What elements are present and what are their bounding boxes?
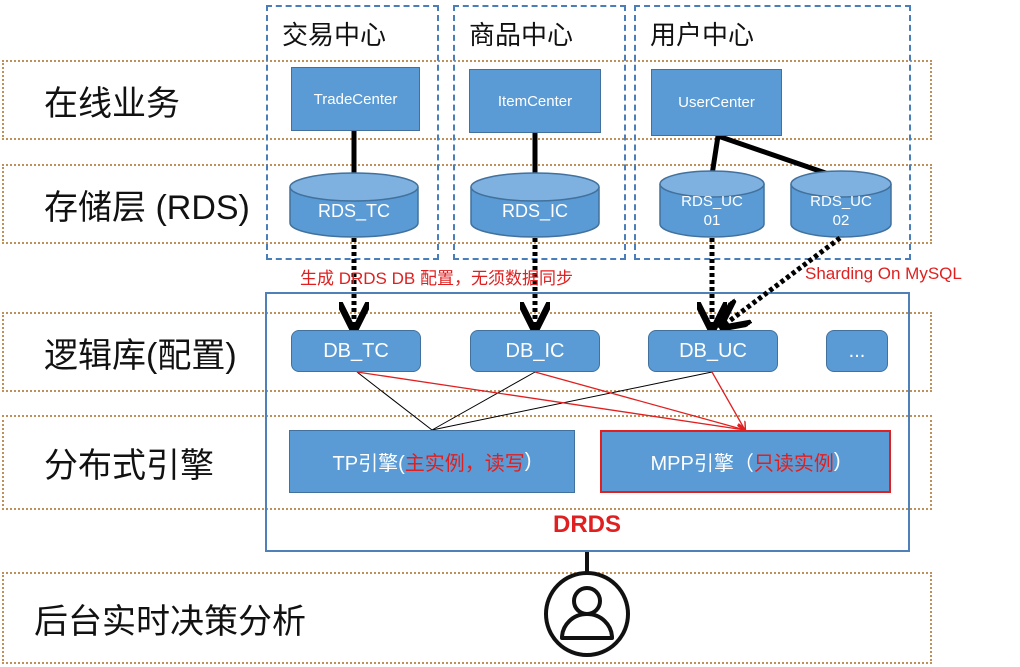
layer-label-analysis: 后台实时决策分析 — [34, 602, 306, 641]
cylinder-rds-uc02 — [790, 170, 892, 238]
drds-label: DRDS — [552, 511, 621, 538]
user-icon — [544, 571, 630, 657]
layer-label-online: 在线业务 — [44, 84, 180, 123]
region-trade-center: 交易中心 — [266, 5, 439, 260]
region-title-trade: 交易中心 — [282, 20, 387, 50]
layer-label-storage: 存储层 (RDS) — [44, 188, 250, 227]
mpp-engine-node[interactable]: MPP引擎（只读实例) — [600, 430, 891, 493]
link-db-tc-tp — [356, 371, 433, 431]
sync-note: 生成 DRDS DB 配置，无须数据同步 — [300, 269, 573, 288]
arrow-db-ic-mpp — [534, 371, 745, 430]
cylinder-label-rds-uc01: RDS_UC 01 — [681, 193, 743, 229]
arrow-db-uc-mpp — [711, 371, 745, 430]
cylinder-rds-ic — [470, 172, 600, 238]
cylinder-label-rds-uc02: RDS_UC 02 — [810, 193, 872, 229]
logical-db-uc[interactable]: DB_UC — [648, 330, 778, 372]
sharding-note: Sharding On MySQL — [805, 264, 962, 283]
layer-label-engine: 分布式引擎 — [44, 447, 214, 485]
mpp-engine-prefix: MPP引擎（ — [650, 453, 754, 475]
tp-engine-node[interactable]: TP引擎(主实例，读写) — [289, 430, 575, 493]
region-title-item: 商品中心 — [469, 20, 574, 50]
layer-band-storage: 存储层 (RDS) — [2, 164, 932, 244]
arrow-db-tc-mpp — [356, 371, 745, 430]
trade-center-node[interactable]: TradeCenter — [291, 67, 420, 131]
cylinder-rds-uc01 — [659, 170, 765, 238]
link-db-ic-tp — [431, 371, 536, 431]
layer-band-online: 在线业务 — [2, 60, 932, 140]
user-center-node[interactable]: UserCenter — [651, 69, 782, 136]
link-user-app-db01 — [709, 135, 721, 176]
tp-engine-prefix: TP引擎( — [332, 453, 405, 475]
mpp-engine-suffix: ) — [833, 450, 841, 472]
cylinder-label-rds-ic: RDS_IC — [501, 200, 568, 221]
tp-engine-highlight: 主实例，读写 — [404, 453, 525, 475]
arrow-rds-uc02-to-db-uc — [724, 236, 842, 325]
logical-db-more[interactable]: ... — [826, 330, 888, 372]
layer-band-analysis: 后台实时决策分析 — [2, 572, 932, 664]
tp-engine-suffix: ) — [524, 450, 532, 472]
drds-frame — [265, 292, 910, 552]
region-user-center: 用户中心 — [634, 5, 911, 260]
mpp-engine-highlight: 只读实例 — [753, 453, 834, 475]
layer-label-logic: 逻辑库(配置) — [44, 336, 237, 375]
link-db-uc-tp — [431, 371, 713, 431]
item-center-node[interactable]: ItemCenter — [469, 69, 601, 133]
logical-db-tc[interactable]: DB_TC — [291, 330, 421, 372]
region-title-user: 用户中心 — [650, 20, 755, 50]
logical-db-ic[interactable]: DB_IC — [470, 330, 600, 372]
link-user-app-db02 — [717, 133, 841, 181]
cylinder-label-rds-tc: RDS_TC — [317, 200, 390, 221]
cylinder-rds-tc — [289, 172, 419, 238]
region-item-center: 商品中心 — [453, 5, 626, 260]
layer-band-engine: 分布式引擎 — [2, 415, 932, 510]
layer-band-logic: 逻辑库(配置) — [2, 312, 932, 392]
